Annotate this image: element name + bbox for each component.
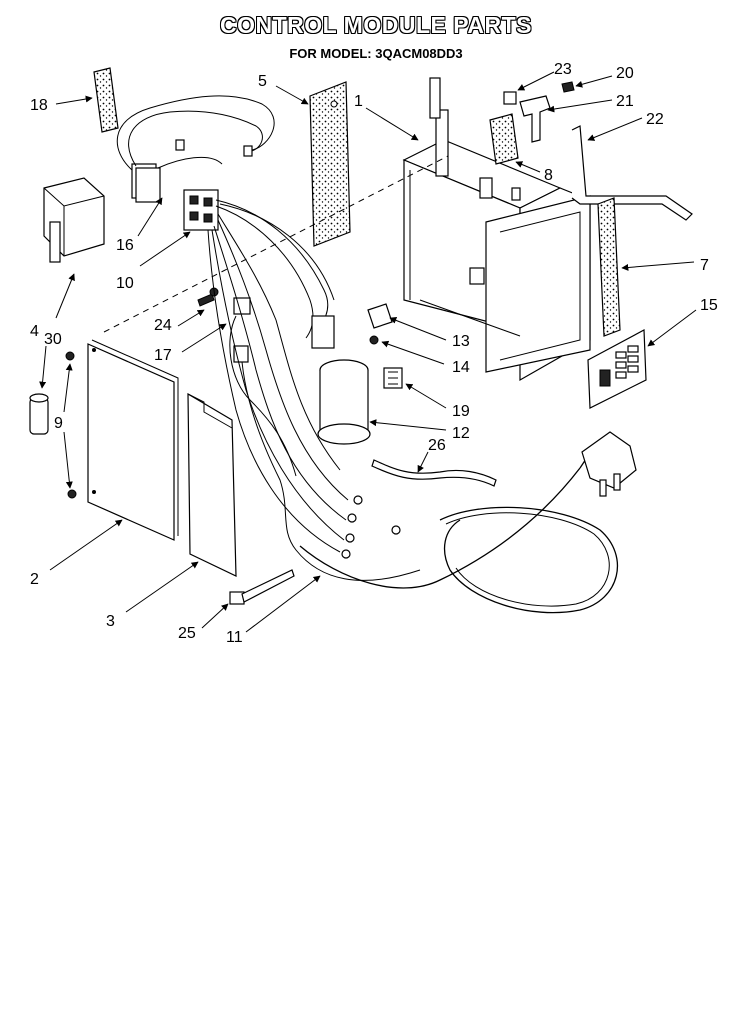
part-12-capacitor (317, 359, 371, 445)
part-8-grille (489, 113, 519, 165)
callout-17: 17 (154, 347, 172, 364)
callout-11: 11 (226, 629, 243, 646)
diagram-title: CONTROL MODULE PARTS (220, 12, 532, 38)
callout-30: 30 (44, 331, 62, 348)
part-26-tube (371, 459, 497, 487)
part-23-clip (503, 91, 517, 105)
part-25-tie-strap (229, 569, 295, 605)
callout-21: 21 (616, 93, 634, 110)
part-16-harness (116, 95, 275, 203)
part-9-screws (65, 351, 77, 499)
part-10-terminal-block (183, 189, 219, 231)
part-19-connector (383, 367, 403, 389)
assembly-guide-lines (103, 155, 449, 333)
part-2-cover-panel (87, 339, 179, 541)
callout-13: 13 (452, 333, 470, 350)
callout-22: 22 (646, 111, 664, 128)
part-30-sleeve (29, 393, 49, 435)
callout-8: 8 (544, 167, 553, 184)
callout-3: 3 (106, 613, 115, 630)
part-18-filter (93, 67, 119, 133)
callout-20: 20 (616, 65, 634, 82)
diagram-subtitle: FOR MODEL: 3QACM08DD3 (289, 46, 463, 61)
part-14-screw (369, 335, 379, 345)
part-15-keypad (587, 329, 647, 409)
part-3-inner-panel (187, 392, 237, 577)
part-7-strip (597, 197, 621, 337)
part-5-control-board (309, 81, 351, 247)
callout-7: 7 (700, 257, 709, 274)
callout-23: 23 (554, 61, 572, 78)
callout-2: 2 (30, 571, 39, 588)
callout-15: 15 (700, 297, 718, 314)
callout-1: 1 (354, 93, 363, 110)
callout-24: 24 (154, 317, 172, 334)
callout-9: 9 (54, 415, 63, 432)
part-11-power-cord (299, 431, 637, 614)
callout-12: 12 (452, 425, 470, 442)
wiring-bundle (207, 199, 421, 581)
part-24-screw (197, 287, 219, 307)
callout-16: 16 (116, 237, 134, 254)
callout-18: 18 (30, 97, 48, 114)
callout-labels: 18 5 1 23 20 21 22 8 7 15 16 10 4 30 24 … (30, 61, 718, 646)
callout-14: 14 (452, 359, 470, 376)
part-20-screw (561, 81, 575, 93)
callout-19: 19 (452, 403, 470, 420)
callout-10: 10 (116, 275, 134, 292)
part-1-control-box (402, 77, 591, 382)
part-13-relay (367, 303, 393, 329)
part-4-bracket (43, 177, 105, 263)
part-21-bracket (519, 95, 551, 143)
callout-26: 26 (428, 437, 446, 454)
callout-25: 25 (178, 625, 196, 642)
leader-lines (39, 71, 697, 633)
callout-5: 5 (258, 73, 267, 90)
callout-4: 4 (30, 323, 39, 340)
